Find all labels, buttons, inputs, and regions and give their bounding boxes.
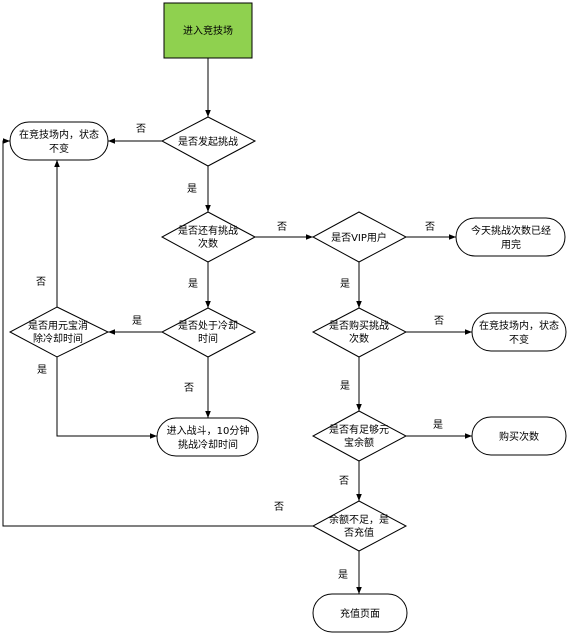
node-stay-arena-left-box [9, 121, 109, 161]
node-vip-label: 是否VIP用户 [331, 231, 387, 244]
node-battle-box [156, 417, 259, 457]
node-buy-count-label: 购买次数 [499, 430, 539, 443]
node-used-up-label-2: 用完 [501, 238, 521, 251]
edge-label-vip-no: 否 [425, 221, 435, 233]
node-buy-attempts: 是否购买挑战 次数 [311, 307, 408, 358]
node-vip-diamond [311, 211, 408, 263]
node-stay-arena-right-label-1: 在竞技场内，状态 [479, 319, 559, 332]
node-use-gold-diamond [8, 306, 110, 358]
node-use-gold-label-1: 是否用元宝消 [28, 319, 88, 332]
node-recharge-label-1: 余额不足，是 [329, 513, 389, 526]
node-cooldown-label-2: 时间 [198, 332, 218, 345]
node-recharge-page-box [312, 593, 408, 633]
node-enough-gold-label-1: 是否有足够元 [329, 423, 389, 436]
node-has-attempts-label-1: 是否还有挑战 [178, 224, 238, 237]
nodes: 进入竞技场 是否发起挑战 在竞技场内，状态 不变 是否还有挑战 次数 是否处于冷… [8, 2, 567, 633]
node-used-up-box [455, 217, 566, 257]
node-buy-attempts-diamond [311, 307, 408, 358]
node-use-gold: 是否用元宝消 除冷却时间 [8, 306, 110, 358]
node-buy-count-box [471, 416, 567, 456]
node-enough-gold: 是否有足够元 宝余额 [311, 410, 408, 462]
edge-label-buy-no: 否 [434, 315, 444, 327]
edge-label-recharge-yes: 是 [338, 569, 348, 581]
node-buy-attempts-label-1: 是否购买挑战 [329, 319, 389, 332]
node-buy-attempts-label-2: 次数 [349, 332, 369, 345]
edge-label-cooldown-no: 否 [184, 382, 194, 394]
edge-gold-yes [56, 357, 157, 439]
node-stay-arena-right-box [471, 312, 567, 352]
node-battle: 进入战斗，10分钟 挑战冷却时间 [156, 417, 259, 457]
node-recharge-page: 充值页面 [312, 593, 408, 633]
node-stay-arena-left: 在竞技场内，状态 不变 [9, 121, 109, 161]
edge-label-cooldown-yes: 是 [132, 315, 142, 327]
edge-label-recharge-no: 否 [274, 501, 284, 513]
edge-label-gold-yes: 是 [37, 364, 47, 376]
node-recharge-label-2: 否充值 [344, 526, 374, 539]
node-recharge-page-label: 充值页面 [340, 607, 380, 620]
node-stay-arena-right: 在竞技场内，状态 不变 [471, 312, 567, 352]
edge-label-attempts-yes: 是 [188, 278, 198, 290]
edges [2, 58, 472, 594]
node-has-attempts-label-2: 次数 [198, 237, 218, 250]
node-enough-gold-label-2: 宝余额 [344, 436, 374, 449]
edge-recharge-no [2, 138, 313, 527]
node-battle-label-2: 挑战冷却时间 [178, 438, 238, 451]
node-used-up-label-1: 今天挑战次数已经 [471, 224, 551, 237]
node-start-challenge-diamond [160, 116, 257, 167]
node-buy-count: 购买次数 [471, 416, 567, 456]
node-enter-arena-label: 进入竞技场 [183, 24, 233, 37]
node-recharge-diamond [311, 500, 408, 552]
node-cooldown-diamond [160, 307, 257, 358]
node-use-gold-label-2: 除冷却时间 [33, 332, 83, 345]
edge-label-enough-yes: 是 [433, 419, 443, 431]
node-has-attempts: 是否还有挑战 次数 [160, 211, 257, 263]
edge-labels: 否 是 否 是 是 否 否 是 否 是 否 是 是 否 否 是 [36, 123, 444, 581]
node-stay-arena-left-label-2: 不变 [49, 142, 69, 155]
edge-label-enough-no: 否 [339, 475, 349, 487]
node-stay-arena-right-label-2: 不变 [509, 333, 529, 346]
edge-label-start-no: 否 [136, 123, 146, 135]
node-enough-gold-diamond [311, 410, 408, 462]
node-cooldown: 是否处于冷却 时间 [160, 307, 257, 358]
node-has-attempts-diamond [160, 211, 257, 263]
node-start-challenge: 是否发起挑战 [160, 116, 257, 167]
node-used-up: 今天挑战次数已经 用完 [455, 217, 566, 257]
node-cooldown-label-1: 是否处于冷却 [178, 319, 238, 332]
edge-label-start-yes: 是 [187, 183, 197, 195]
node-vip: 是否VIP用户 [311, 211, 408, 263]
node-recharge: 余额不足，是 否充值 [311, 500, 408, 552]
edge-label-vip-yes: 是 [340, 278, 350, 290]
node-stay-arena-left-label-1: 在竞技场内，状态 [19, 128, 99, 141]
edge-label-buy-yes: 是 [340, 380, 350, 392]
node-start-challenge-label: 是否发起挑战 [178, 135, 238, 148]
node-enter-arena: 进入竞技场 [163, 2, 253, 59]
node-enter-arena-box [163, 2, 253, 59]
edge-label-gold-no: 否 [36, 276, 46, 288]
edge-label-attempts-no: 否 [277, 221, 287, 233]
node-battle-label-1: 进入战斗，10分钟 [167, 424, 250, 437]
